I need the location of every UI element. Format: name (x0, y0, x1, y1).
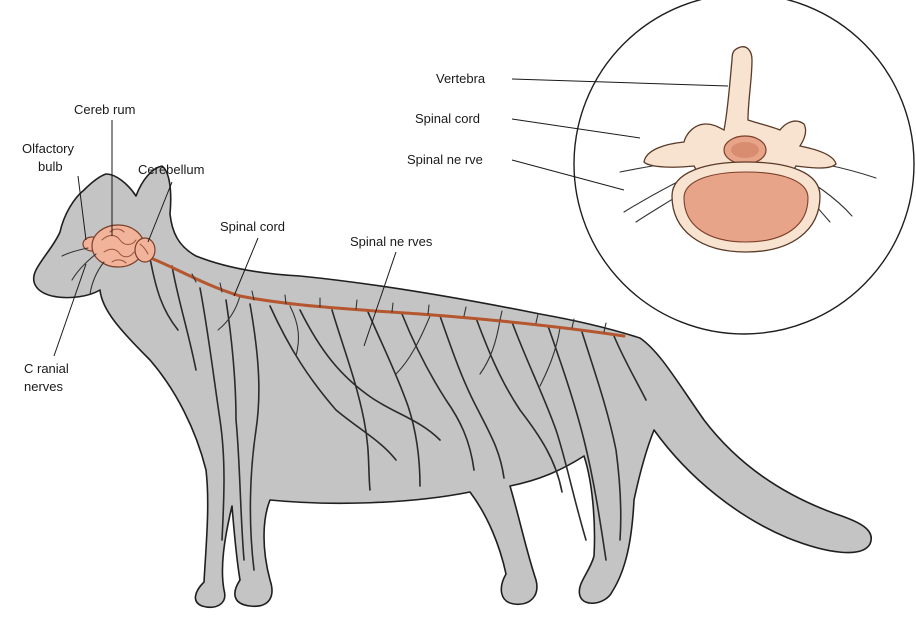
label-cerebrum: Cereb rum (74, 102, 135, 117)
inset-label-spinal-cord: Spinal cord (415, 111, 480, 126)
inset-label-vertebra: Vertebra (436, 71, 486, 86)
cerebellum-shape (135, 238, 155, 262)
label-spinal-cord: Spinal cord (220, 219, 285, 234)
label-cranial-line2: nerves (24, 379, 64, 394)
inset-label-spinal-nerve: Spinal ne rve (407, 152, 483, 167)
inset-spinal-cord-core (731, 142, 759, 158)
vertebra-inset: Vertebra Spinal cord Spinal ne rve (407, 0, 914, 334)
label-cranial-line1: C ranial (24, 361, 69, 376)
label-olfactory-line2: bulb (38, 159, 63, 174)
label-cerebellum: Cerebellum (138, 162, 204, 177)
label-spinal-nerves: Spinal ne rves (350, 234, 433, 249)
label-olfactory-line1: Olfactory (22, 141, 75, 156)
vertebral-disc (684, 172, 808, 242)
